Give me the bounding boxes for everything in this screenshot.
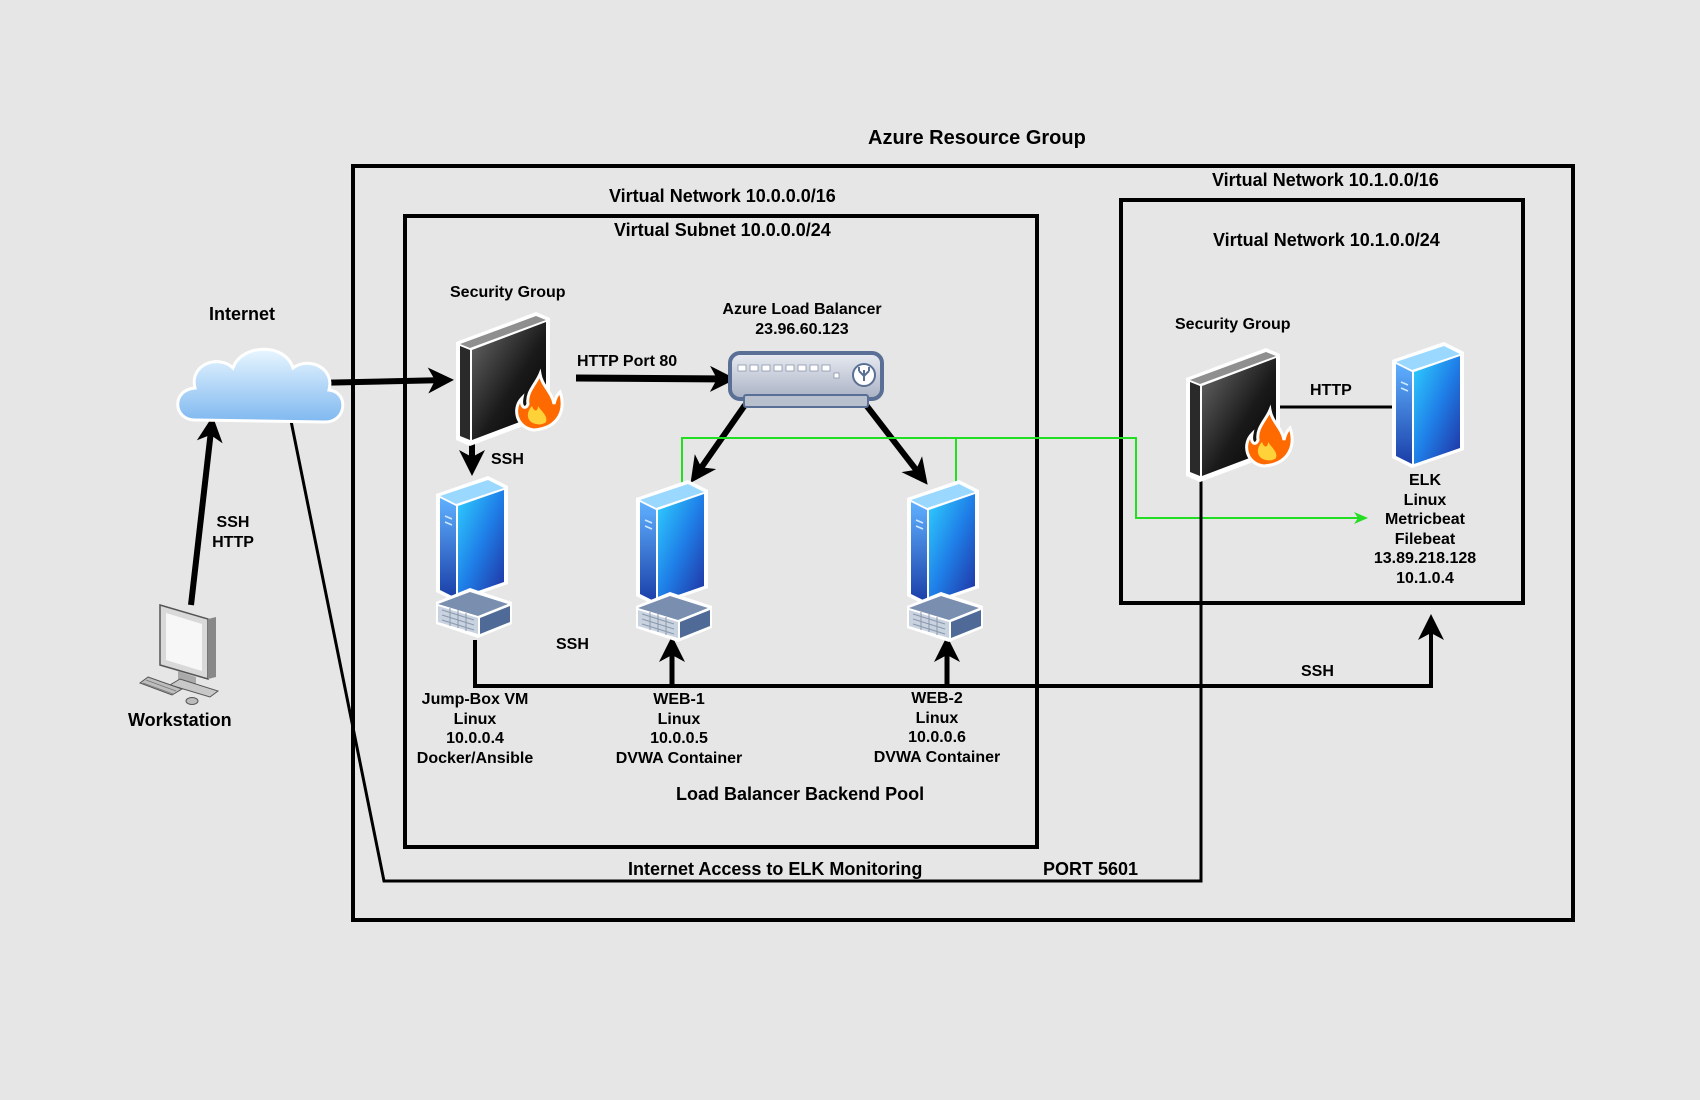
workstation-to-internet-link <box>188 416 223 606</box>
jumpbox-os: Linux <box>453 710 497 728</box>
security-group-right-label: Security Group <box>1175 316 1291 333</box>
jumpbox-label: Jump-Box VM Linux 10.0.0.4 Docker/Ansibl… <box>417 690 533 768</box>
server-icon <box>906 479 984 643</box>
internet-label: Internet <box>209 304 276 324</box>
workstation-label: Workstation <box>128 710 232 730</box>
load-balancer-icon <box>728 351 884 408</box>
web2-label: WEB-2 Linux 10.0.0.6 DVWA Container <box>874 689 1001 767</box>
protocol-http: HTTP <box>212 533 254 551</box>
resource-group-title: Azure Resource Group <box>868 127 1086 149</box>
server-icon <box>1391 341 1465 469</box>
firewall-icon <box>1184 346 1294 484</box>
vnet-left-title: Virtual Network 10.0.0.0/16 <box>609 186 836 206</box>
lb-to-web1-link <box>690 403 748 483</box>
resource-group-box <box>351 164 1575 922</box>
internet-access-label: Internet Access to ELK Monitoring <box>628 859 923 879</box>
workstation-icon <box>138 604 220 705</box>
jumpbox-name: Jump-Box VM <box>421 691 529 708</box>
http-elk-label: HTTP <box>1310 382 1352 399</box>
ssh-jump-label: SSH <box>491 451 524 468</box>
web2-software: DVWA Container <box>873 748 1001 766</box>
http-port-80-label: HTTP Port 80 <box>577 353 678 370</box>
elk-public-ip: 13.89.218.128 <box>1373 550 1477 567</box>
elk-metricbeat: Metricbeat <box>1384 511 1466 528</box>
protocol-ssh: SSH <box>216 514 250 531</box>
elk-os: Linux <box>1403 491 1447 509</box>
subnet-left-title: Virtual Subnet 10.0.0.0/24 <box>614 220 831 240</box>
internet-access-elk-link <box>286 405 1203 883</box>
load-balancer-ip: 23.96.60.123 <box>755 320 849 338</box>
virtual-subnet-box <box>403 214 1039 849</box>
jumpbox-ip: 10.0.0.4 <box>446 730 504 747</box>
web1-os: Linux <box>657 710 701 728</box>
web2-os: Linux <box>915 709 959 727</box>
elk-filebeat: Filebeat <box>1394 530 1456 548</box>
backend-pool-label: Load Balancer Backend Pool <box>676 784 925 804</box>
workstation-protocols: SSH HTTP <box>212 513 254 552</box>
vnet-right-outer-title: Virtual Network 10.1.0.0/16 <box>1212 170 1439 190</box>
lb-to-web2-link <box>863 403 928 485</box>
firewall-icon <box>454 310 564 448</box>
beats-link <box>681 437 1368 524</box>
server-icon <box>435 475 513 639</box>
web1-label: WEB-1 Linux 10.0.0.5 DVWA Container <box>616 690 743 768</box>
web1-ip: 10.0.0.5 <box>650 730 708 747</box>
ssh-bus-label: SSH <box>556 636 589 653</box>
right-vnet-box <box>1119 198 1525 605</box>
security-group-left-label: Security Group <box>450 284 566 301</box>
web2-name: WEB-2 <box>911 690 963 707</box>
internet-to-firewall-link <box>311 367 454 394</box>
load-balancer-name: Azure Load Balancer <box>722 301 882 318</box>
ssh-elk-label: SSH <box>1301 663 1334 680</box>
jumpbox-software: Docker/Ansible <box>416 749 534 767</box>
elk-name: ELK <box>1408 472 1441 489</box>
web1-software: DVWA Container <box>615 749 743 767</box>
server-icon <box>635 479 713 643</box>
cloud-icon <box>176 347 345 424</box>
port-5601-label: PORT 5601 <box>1043 859 1139 879</box>
web1-name: WEB-1 <box>653 691 705 708</box>
vnet-right-inner-title: Virtual Network 10.1.0.0/24 <box>1213 230 1440 250</box>
web2-ip: 10.0.0.6 <box>908 729 966 746</box>
elk-label: ELK Linux Metricbeat Filebeat 13.89.218.… <box>1374 471 1476 588</box>
elk-private-ip: 10.1.0.4 <box>1396 569 1454 587</box>
load-balancer-label: Azure Load Balancer 23.96.60.123 <box>722 300 881 339</box>
ssh-bus-link <box>473 614 1444 688</box>
firewall-to-lb-link <box>575 365 736 392</box>
